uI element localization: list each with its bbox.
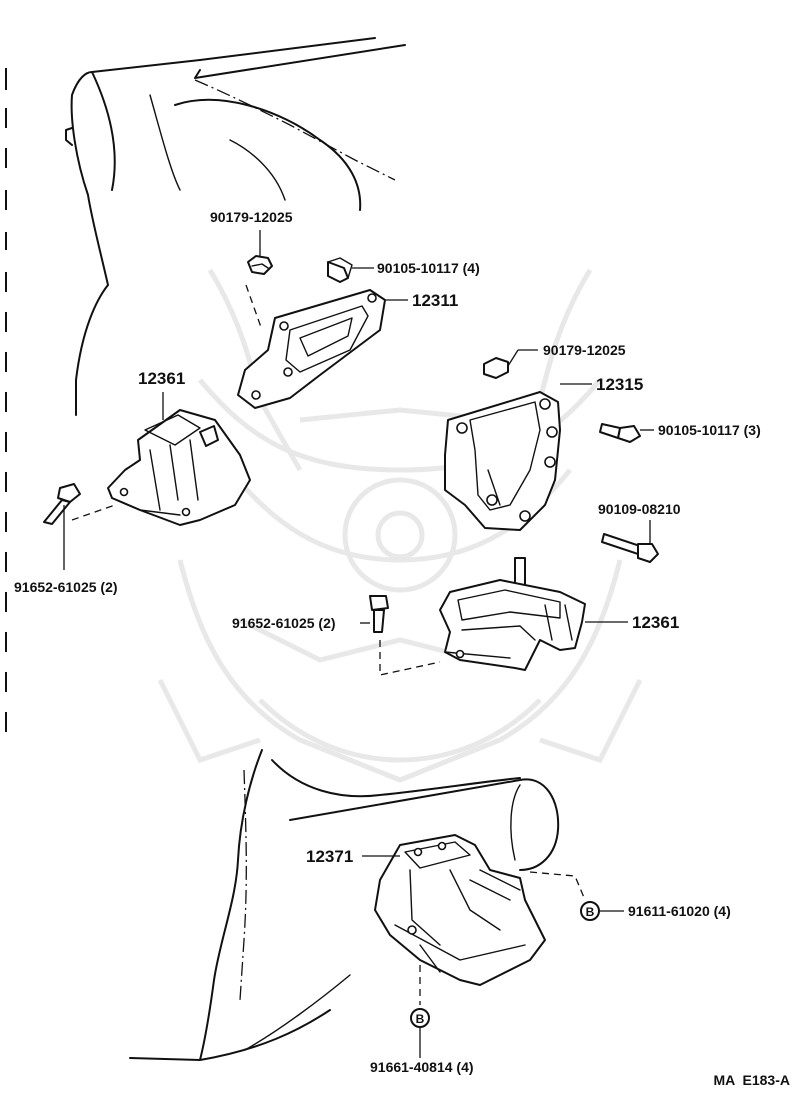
b-marker-bottom-text: B (416, 1012, 425, 1026)
label-insulator-right: 12361 (632, 613, 679, 632)
bolt-90105-upper (327, 257, 374, 283)
b-marker-nut-right: B (580, 901, 624, 921)
b-marker-right-text: B (586, 905, 595, 919)
label-insulator-rear: 12371 (306, 847, 353, 866)
bolt-91652-left (43, 483, 81, 570)
transmission-outline (129, 749, 560, 1061)
bolt-91652-center (360, 595, 441, 676)
nut-90179-upper-left (245, 230, 273, 331)
figure-code: MA E183-A (713, 1072, 790, 1088)
label-bracket-right: 12315 (596, 375, 643, 394)
label-insulator-left: 12361 (138, 369, 185, 388)
label-nut-upper-left: 90179-12025 (210, 209, 293, 225)
insulator-12361-left (71, 392, 251, 526)
label-bolt-center: 91652-61025 (2) (232, 615, 336, 631)
label-bracket-left: 12311 (412, 291, 458, 310)
label-nut-rear-right: 91611-61020 (4) (628, 903, 731, 919)
label-bolt-right-long: 90109-08210 (598, 501, 681, 517)
bracket-12315 (444, 383, 592, 531)
label-nut-rear-bottom: 91661-40814 (4) (370, 1059, 474, 1075)
label-nut-upper-right: 90179-12025 (543, 342, 626, 358)
label-bolt-left: 91652-61025 (2) (14, 579, 118, 595)
bolt-90105-right (599, 423, 654, 443)
bolt-90109-long (601, 520, 659, 563)
nut-90179-upper-right (483, 349, 538, 379)
part-labels: 90179-12025 90105-10117 (4) 12311 12361 … (14, 209, 790, 1088)
label-bolt-upper: 90105-10117 (4) (377, 260, 480, 276)
label-bolt-right: 90105-10117 (3) (658, 422, 761, 438)
bracket-12311 (237, 289, 408, 409)
b-marker-nut-bottom: B (410, 1008, 430, 1058)
insulator-12361-right (439, 557, 628, 671)
engine-block-outline (65, 37, 406, 416)
insulator-12371-rear (362, 834, 586, 1005)
